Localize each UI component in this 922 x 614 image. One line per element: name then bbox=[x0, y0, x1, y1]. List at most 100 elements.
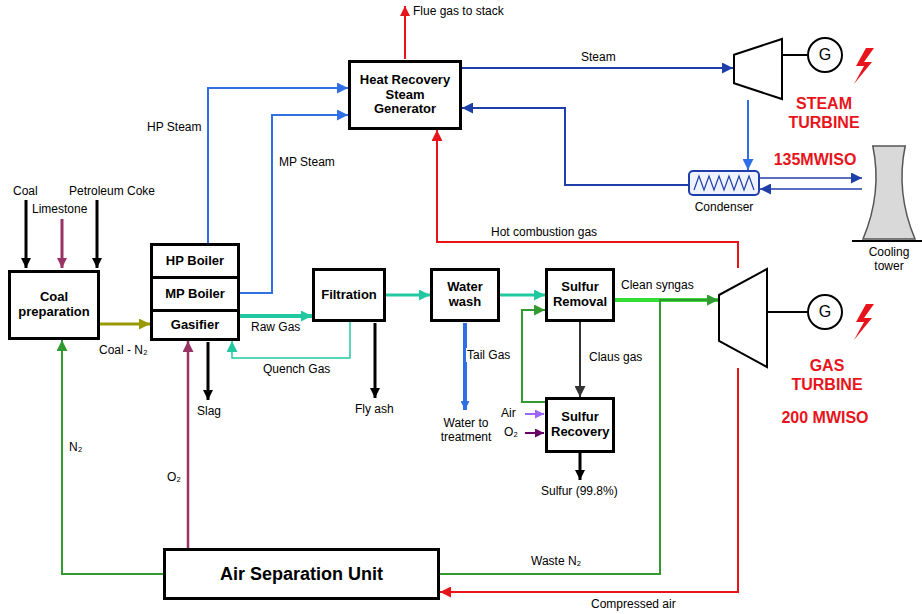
equipment-label: Condenser bbox=[682, 200, 766, 214]
feed-arrow bbox=[525, 413, 544, 415]
turb-outline bbox=[733, 38, 783, 100]
box-label: Water wash bbox=[433, 280, 497, 310]
process-box: MP Boiler bbox=[150, 276, 240, 312]
process-box: Gasifier bbox=[150, 309, 240, 341]
stream-label: Coal bbox=[12, 184, 39, 198]
process-box: Air Separation Unit bbox=[163, 548, 440, 600]
feed-arrow bbox=[25, 200, 28, 268]
equipment-label: GAS TURBINE bbox=[788, 356, 866, 394]
equipment-label: Cooling tower bbox=[859, 245, 919, 274]
process-box: Water wash bbox=[430, 268, 500, 322]
feed-arrow bbox=[96, 200, 99, 268]
process-box: HP Boiler bbox=[150, 243, 240, 279]
flow-label: Quench Gas bbox=[262, 362, 331, 376]
process-box: Sulfur Recovery bbox=[545, 397, 615, 453]
box-label: HP Boiler bbox=[163, 254, 227, 269]
lightning-symbol bbox=[854, 304, 874, 340]
flow-arrow bbox=[462, 67, 733, 69]
stream-label: Fly ash bbox=[354, 402, 395, 416]
stream-label: O₂ bbox=[503, 425, 519, 439]
flow-arrow bbox=[440, 368, 738, 592]
box-label: MP Boiler bbox=[162, 287, 228, 302]
box-label: Sulfur Recovery bbox=[548, 410, 612, 440]
flow-arrow bbox=[187, 341, 190, 548]
flow-arrow bbox=[437, 130, 738, 268]
box-label: G bbox=[819, 46, 831, 64]
shaft-line bbox=[768, 311, 807, 313]
flow-arrow bbox=[208, 88, 348, 243]
flow-label: Clean syngas bbox=[620, 278, 695, 292]
cooling-tower-symbol: Cooling tower bbox=[862, 145, 916, 240]
box-label: Filtration bbox=[318, 288, 380, 303]
flow-label: Compressed air bbox=[590, 597, 677, 611]
output-arrow bbox=[579, 453, 582, 480]
generator-circle: G bbox=[807, 294, 843, 330]
turbine-outline bbox=[719, 269, 767, 367]
flow-arrow bbox=[240, 314, 312, 318]
flow-label: Waste N₂ bbox=[530, 554, 582, 568]
process-box: Filtration bbox=[312, 268, 386, 322]
feed-arrow bbox=[61, 219, 64, 268]
coil-symbol bbox=[694, 176, 754, 190]
flow-label: Raw Gas bbox=[250, 320, 301, 334]
stream-label: Slag bbox=[196, 404, 222, 418]
condenser-symbol: Condenser bbox=[688, 170, 760, 196]
box-label: Sulfur Removal bbox=[548, 280, 612, 310]
flow-label: N₂ bbox=[68, 440, 83, 454]
equipment-label: 135MWISO bbox=[770, 150, 860, 169]
flow-label: Hot combustion gas bbox=[490, 225, 598, 239]
flow-arrow bbox=[100, 323, 150, 326]
feed-arrow bbox=[525, 432, 544, 434]
turb-outline bbox=[718, 268, 768, 368]
flow-label: O₂ bbox=[166, 470, 182, 484]
stream-label: Sulfur (99.8%) bbox=[540, 484, 619, 498]
stream-label: Air bbox=[500, 406, 517, 420]
flow-arrow bbox=[760, 188, 862, 190]
equipment-label: STEAM TURBINE bbox=[788, 94, 860, 132]
flow-arrow bbox=[579, 322, 581, 397]
flow-label: MP Steam bbox=[278, 155, 336, 169]
turbine-symbol: GAS TURBINE200 MWISO bbox=[718, 268, 768, 368]
tower-outline bbox=[862, 145, 916, 240]
tower-outline bbox=[863, 146, 915, 239]
flow-arrow bbox=[62, 340, 163, 574]
shaft-line bbox=[783, 54, 807, 56]
flow-arrow bbox=[462, 108, 688, 185]
box-label: Gasifier bbox=[168, 318, 222, 333]
turbine-outline bbox=[734, 39, 782, 99]
flue-arrow bbox=[404, 6, 406, 59]
box-label: Heat Recovery Steam Generator bbox=[351, 73, 459, 118]
stream-label: Water to treatment bbox=[420, 416, 512, 445]
flow-arrow bbox=[500, 294, 545, 297]
stream-label: Flue gas to stack bbox=[412, 4, 505, 18]
cond-outline bbox=[688, 170, 760, 196]
flow-arrow bbox=[386, 294, 430, 297]
process-box: Sulfur Removal bbox=[545, 268, 615, 322]
flow-arrow bbox=[240, 115, 348, 293]
output-arrow bbox=[463, 323, 467, 410]
flow-label: Steam bbox=[580, 50, 617, 64]
box-label: Air Separation Unit bbox=[217, 564, 386, 585]
process-box: Coal preparation bbox=[8, 270, 100, 340]
flow-label: Tail Gas bbox=[466, 348, 511, 362]
flow-arrow bbox=[747, 100, 749, 170]
output-arrow bbox=[207, 342, 210, 400]
ground-line bbox=[852, 240, 922, 242]
box-label: Coal preparation bbox=[11, 290, 97, 320]
flow-arrow bbox=[522, 310, 545, 402]
generator-circle: G bbox=[807, 37, 843, 73]
turbine-symbol: STEAM TURBINE135MWISO bbox=[733, 38, 783, 100]
stream-label: Petroleum Coke bbox=[68, 184, 156, 198]
process-box: Heat Recovery Steam Generator bbox=[348, 60, 462, 130]
equipment-label: 200 MWISO bbox=[780, 408, 870, 427]
output-arrow bbox=[374, 323, 377, 398]
lightning-symbol bbox=[854, 48, 874, 84]
stream-label: Limestone bbox=[31, 202, 88, 216]
flow-label: HP Steam bbox=[146, 120, 202, 134]
box-label: G bbox=[819, 303, 831, 321]
flow-label: Coal - N₂ bbox=[98, 343, 149, 357]
condenser-outline bbox=[689, 171, 759, 195]
